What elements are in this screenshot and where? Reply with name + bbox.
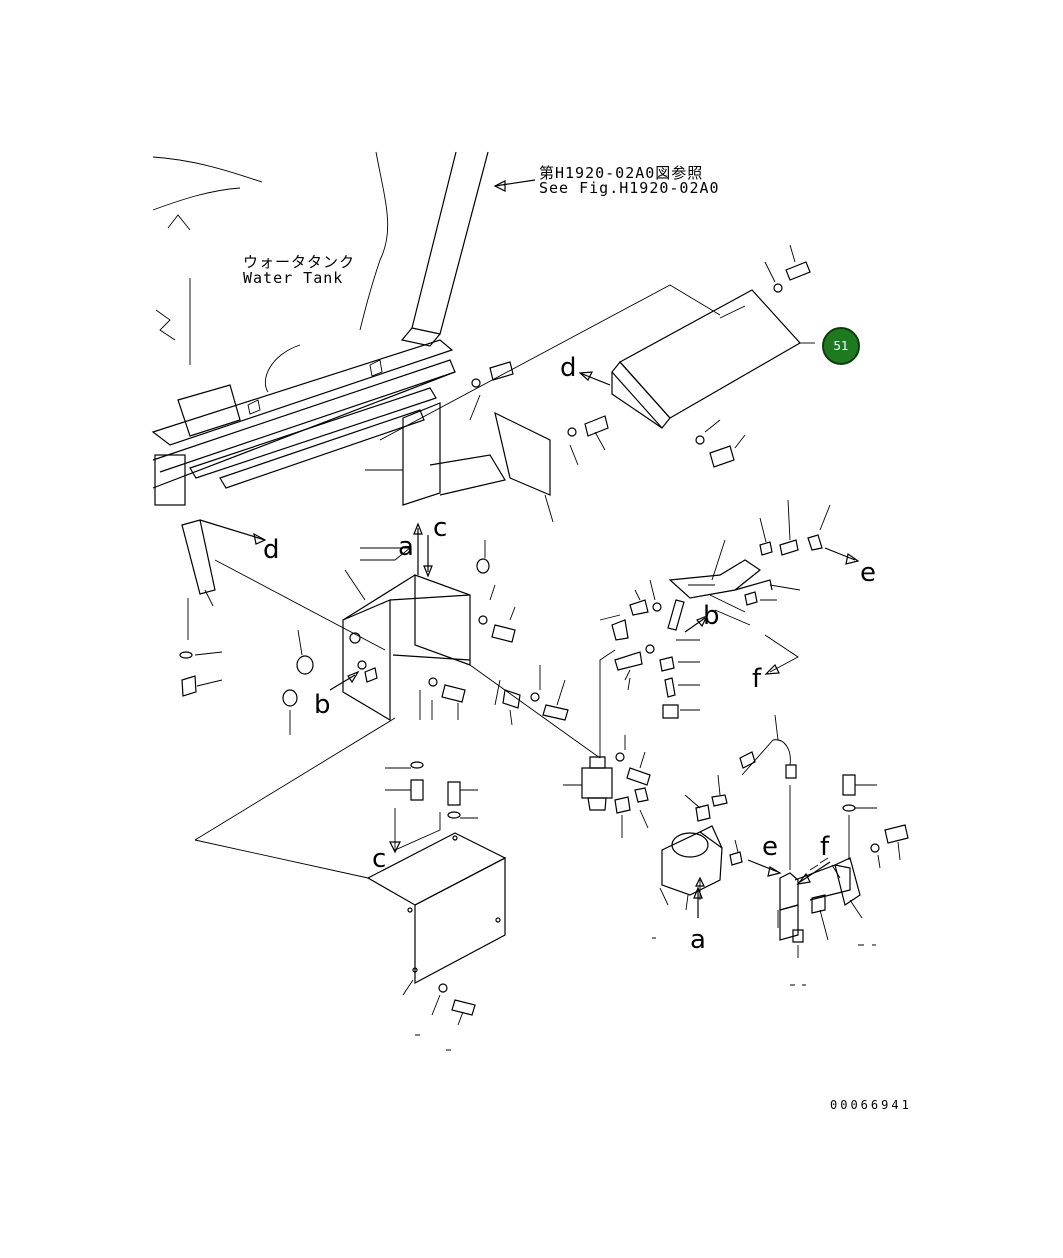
reference-label-jp: 第H1920-02A0図参照 <box>539 164 704 182</box>
view-letter-e-lower: e <box>762 832 778 862</box>
upper-brackets <box>365 361 609 523</box>
view-letter-d-left: d <box>263 535 280 565</box>
arrow-b-pipe <box>684 617 706 633</box>
lower-cover <box>194 717 507 1026</box>
frame-rail <box>151 151 489 506</box>
arrow-f-lower-head <box>796 872 811 885</box>
view-letter-e-right: e <box>860 558 876 588</box>
arrow-b-pipe-head <box>696 614 709 628</box>
central-bracket <box>282 547 471 735</box>
pipe-assembly <box>599 499 831 719</box>
reference-label-en: See Fig.H1920-02A0 <box>539 179 720 197</box>
water-tank-label-en: Water Tank <box>243 269 344 287</box>
arrow-e-right <box>824 547 856 561</box>
arrow-b-bracket <box>329 674 356 691</box>
reference-arrow <box>493 180 506 192</box>
fuel-filter <box>563 619 651 838</box>
view-letter-b-bracket: b <box>314 690 331 720</box>
part-callout-51[interactable]: 51 <box>822 327 860 365</box>
view-letter-c-upper: c <box>433 513 448 543</box>
pump-motor <box>659 714 797 911</box>
arrow-a-upper-head <box>413 522 423 535</box>
arrow-e-lower <box>747 859 779 873</box>
arrow-a-lower-head <box>693 886 703 899</box>
arrow-f-right-head <box>764 663 780 675</box>
view-letter-a-lower: a <box>690 925 706 955</box>
left-bracket <box>179 519 386 697</box>
arrow-d-top <box>579 372 611 386</box>
wire-line <box>469 664 601 759</box>
view-letter-f-right: f <box>752 664 762 694</box>
stub-marks <box>415 677 876 1051</box>
lower-right-bracket <box>777 774 909 958</box>
view-letter-d-top: d <box>560 353 577 383</box>
arrow-c-lower <box>394 808 441 851</box>
pipe-leader <box>714 609 751 626</box>
view-letter-c-lower: c <box>372 844 387 874</box>
view-letter-a-upper: a <box>398 532 414 562</box>
cover-bolts <box>695 244 811 468</box>
arrow-e-lower-head <box>767 866 782 877</box>
lower-bolts <box>385 761 478 819</box>
document-number: 00066941 <box>830 1098 912 1112</box>
arrow-c-lower-head <box>389 841 401 854</box>
view-letter-f-lower: f <box>820 832 830 862</box>
connector-parts <box>494 665 569 726</box>
reference-leader <box>494 179 536 187</box>
view-letter-b-pipe: b <box>703 601 720 631</box>
cover-plate <box>379 284 815 441</box>
arrow-b-bracket-head <box>347 670 360 684</box>
central-bolts <box>419 540 516 720</box>
arrow-f-right-leader <box>764 634 799 673</box>
arrow-f-lower <box>799 861 831 883</box>
arrow-d-top-head <box>578 371 594 381</box>
water-tank-label-jp: ウォータタンク <box>243 253 356 271</box>
arrow-e-right-head <box>845 552 860 565</box>
arrow-c-upper-head <box>423 565 433 578</box>
water-tank-outline <box>152 151 389 393</box>
